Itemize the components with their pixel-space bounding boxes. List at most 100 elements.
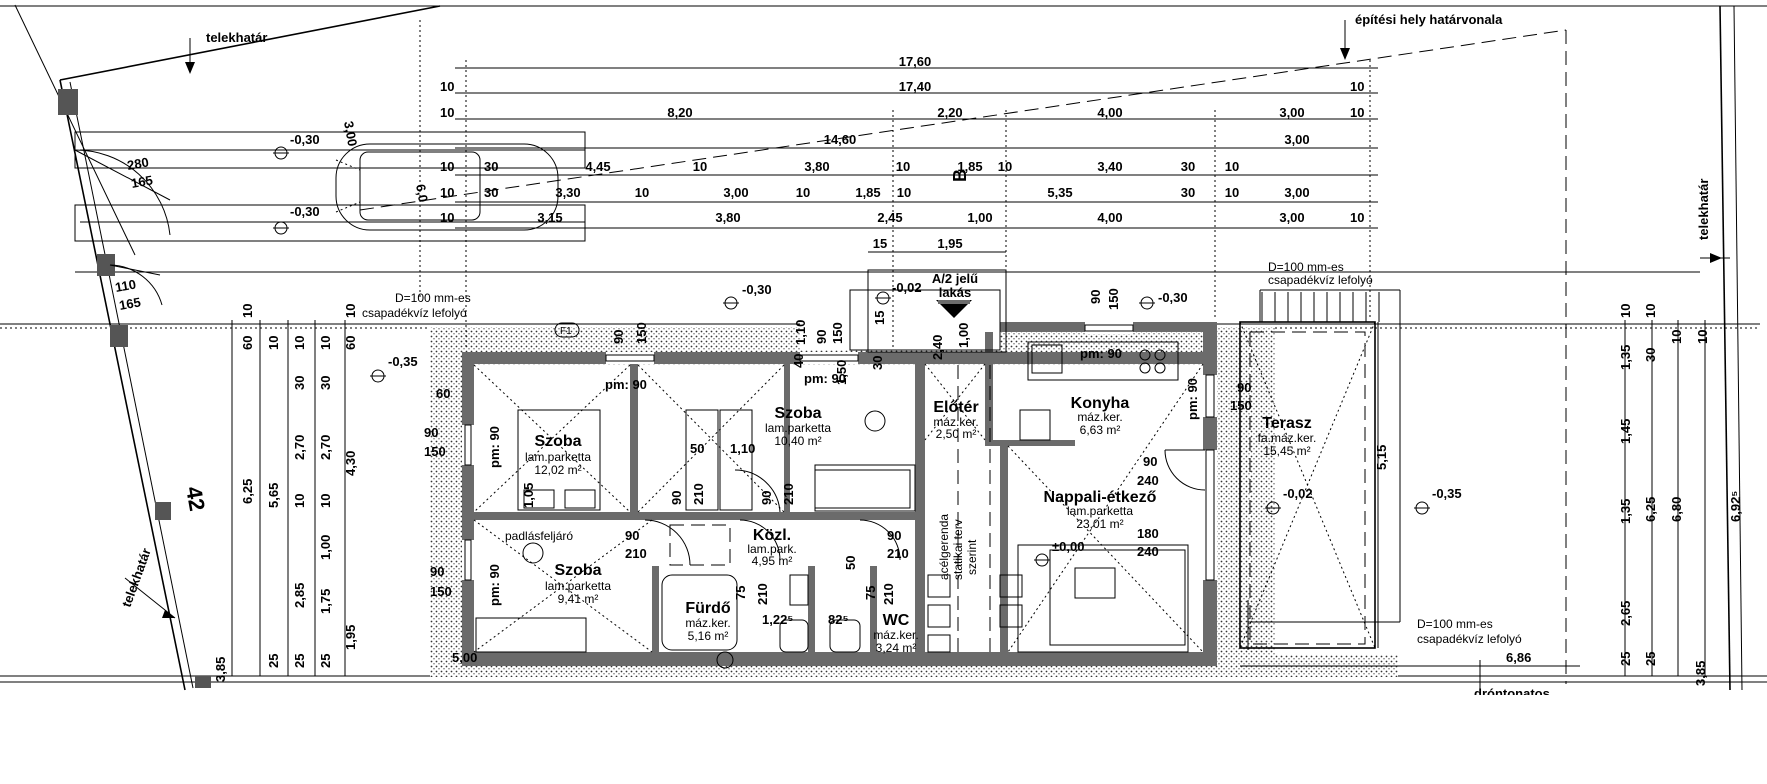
window-b: 150 [830, 322, 845, 344]
dim-text: 10 [1695, 330, 1710, 344]
svg-text:-0,30: -0,30 [290, 132, 320, 147]
downpipe-note-3b: csapadékvíz lefolyó [1417, 632, 1522, 646]
level-marker: -0,30 [273, 132, 320, 160]
room-floor: máz.ker. [685, 616, 730, 630]
bottom-edge [0, 695, 1767, 784]
dim-text: 10 [896, 159, 910, 174]
dim-text: 3,80 [804, 159, 829, 174]
svg-text:-0,30: -0,30 [742, 282, 772, 297]
level-marker: -0,02 [875, 280, 922, 305]
door-a: 90 [625, 528, 639, 543]
dim-text: 10 [440, 159, 454, 174]
left-dimensions: 10 6,25 60 10 5,65 25 10 30 2,70 10 2,85… [213, 304, 450, 682]
level-marker: -0,02 [1265, 486, 1313, 515]
dim-text: 25 [318, 654, 333, 668]
window-b: 150 [1106, 288, 1121, 310]
dim-text: 25 [1618, 652, 1633, 666]
room-name: Nappali-étkező [1044, 489, 1157, 506]
room-szoba-2: Szoba lam.parketta 10,40 m² [765, 405, 831, 448]
window-b: 150 [634, 322, 649, 344]
dim-text: 50 [843, 556, 858, 570]
room-name: Fürdő [685, 600, 731, 617]
dim-text: 82⁵ [828, 612, 849, 627]
sill-label: pm: 90 [487, 564, 502, 606]
dim-text: 2,40 [930, 335, 945, 360]
building [430, 269, 1401, 677]
dim-text: 60 [343, 336, 358, 350]
dim-text: 30 [484, 159, 498, 174]
dim-text: 280 [126, 154, 150, 173]
window-a: 90 [1088, 290, 1103, 304]
level-marker: -0,30 [723, 282, 772, 310]
room-name: Előtér [933, 399, 978, 416]
room-terasz: Terasz fa.máz.ker. 15,45 m² [1258, 415, 1317, 458]
svg-text:-0,35: -0,35 [388, 354, 418, 369]
door-a: 90 [669, 491, 684, 505]
room-name: Konyha [1071, 395, 1130, 412]
label-lakas-1: A/2 jelű [932, 271, 978, 286]
svg-text:-0,35: -0,35 [1432, 486, 1462, 501]
window-b: 240 [1137, 473, 1159, 488]
dim-text: 6,92⁵ [1728, 491, 1743, 522]
door-b: 210 [625, 546, 647, 561]
window-a: 90 [424, 425, 438, 440]
door-a: 90 [887, 528, 901, 543]
door-b: 210 [691, 483, 706, 505]
dim-text: 10 [998, 159, 1012, 174]
downpipe-note-2a: D=100 mm-es [1268, 260, 1344, 274]
dim-text: 15 [873, 236, 887, 251]
label-telekhatar-top: telekhatár [206, 30, 267, 45]
dim-text: 110 [114, 277, 137, 295]
dim-text: 10 [440, 105, 454, 120]
level-markers: -0,30 -0,30 -0,30 -0,30 -0,35 -0,02 -0,0… [273, 132, 1462, 567]
dim-text: 40 [791, 354, 806, 368]
dim-text: 10 [343, 304, 358, 318]
top-dimension-row-2: 10 17,40 10 [440, 79, 1364, 94]
top-dimension-row-5: 10 30 4,45 10 3,80 10 1,85 10 3,40 30 10 [440, 159, 1239, 174]
window-a: 90 [1237, 380, 1251, 395]
dim-text: 10 [693, 159, 707, 174]
sill-label: pm: 90 [1185, 378, 1200, 420]
beam-note-1: acélgerenda [937, 514, 951, 580]
room-area: 5,16 m² [688, 629, 729, 643]
room-konyha: Konyha máz.ker. 6,63 m² [1071, 395, 1130, 437]
dim-text: 2,20 [937, 105, 962, 120]
dim-text: 10 [318, 494, 333, 508]
room-floor: lam.parketta [545, 579, 611, 593]
dim-text: 1,10 [793, 320, 808, 345]
downpipe-note-3a: D=100 mm-es [1417, 617, 1493, 631]
dim-text: 10 [292, 336, 307, 350]
svg-text:-0,30: -0,30 [290, 204, 320, 219]
window-b: 240 [1137, 544, 1159, 559]
top-dimension-row-3: 10 8,20 2,20 4,00 3,00 10 [440, 105, 1364, 120]
dimension-lines [231, 20, 1706, 676]
room-szoba-3: Szoba lam.parketta 9,41 m² [545, 562, 611, 606]
sill-label: pm: 90 [487, 426, 502, 468]
dim-text: 4,00 [1097, 210, 1122, 225]
dim-text: 1,22⁵ [762, 612, 793, 627]
dim-text: 60 [436, 386, 450, 401]
dim-text: 1,05 [521, 483, 536, 508]
site-lines [0, 4, 1767, 691]
room-name: Közl. [753, 527, 791, 544]
dim-text: 2,70 [292, 435, 307, 460]
label-telekhatar-left: telekhatár [119, 546, 154, 609]
svg-text:-0,30: -0,30 [1158, 290, 1188, 305]
dim-text: 15 [872, 311, 887, 325]
dim-text: 30 [1181, 159, 1195, 174]
door-a: 90 [759, 491, 774, 505]
downpipe-notes: D=100 mm-es csapadékvíz lefolyó D=100 mm… [362, 260, 1522, 646]
dim-text: 6,80 [1669, 497, 1684, 522]
dim-text: 1,45 [1618, 419, 1633, 444]
window-a: 90 [611, 330, 626, 344]
room-floor: lam.park. [747, 542, 796, 556]
room-area: 4,95 m² [752, 554, 793, 568]
dim-text: 1,50 [834, 360, 849, 385]
room-area: 10,40 m² [774, 434, 821, 448]
top-dimension-row-8: 15 1,95 [873, 236, 963, 251]
room-name: Szoba [554, 562, 601, 579]
top-dimension-row-6: 10 30 3,30 10 3,00 10 1,85 10 5,35 30 10… [440, 185, 1310, 200]
room-floor: máz.ker. [873, 628, 918, 642]
dim-text: 1,00 [967, 210, 992, 225]
